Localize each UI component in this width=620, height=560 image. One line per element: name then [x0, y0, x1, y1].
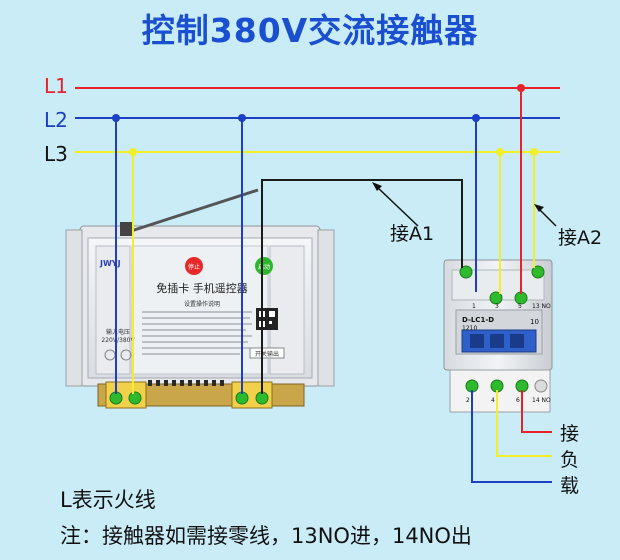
- junction-dot: [496, 148, 504, 156]
- junction-dot: [129, 148, 137, 156]
- line-label-l3: L3: [44, 142, 68, 166]
- terminal-label: 14 NO: [532, 397, 551, 404]
- switch-output-label: 开关输出: [255, 350, 279, 358]
- wire-output-to-a1: [261, 179, 463, 394]
- wire-load-l2: [471, 390, 552, 483]
- label-connect-a2: 接A2: [558, 227, 602, 249]
- bottom-pin-row: [148, 380, 224, 386]
- note-zero-line: 注：接触器如需接零线，13NO进，14NO出: [60, 524, 472, 548]
- junction-dot: [530, 148, 538, 156]
- wire-load-l1: [521, 390, 552, 433]
- contactor-aux: 10: [530, 318, 539, 326]
- input-voltage-value: 220V/380V: [101, 337, 135, 344]
- stop-button[interactable]: [185, 257, 203, 275]
- arrow-a1: [375, 185, 419, 227]
- start-button[interactable]: [255, 257, 273, 275]
- instructions-title: 设置操作说明: [184, 300, 220, 308]
- contactor-terminal-a2[interactable]: [531, 265, 545, 279]
- instructions-text-lines: [142, 311, 252, 355]
- line-label-l2: L2: [44, 108, 68, 132]
- contactor-terminal-a1[interactable]: [459, 265, 473, 279]
- junction-dot: [472, 114, 480, 122]
- label-connect-a1: 接A1: [390, 223, 434, 245]
- contactor-terminal-14no[interactable]: [534, 379, 548, 393]
- junction-dot: [112, 114, 120, 122]
- label-load-1: 接: [560, 423, 579, 445]
- ac-contactor: D-LC1-D 1210 10 1 3 5 13 NO 2 4 6 14 NO: [443, 259, 553, 413]
- label-load-3: 载: [560, 475, 579, 497]
- terminal-label: 5: [518, 303, 522, 310]
- wire-load-l3: [496, 390, 552, 457]
- brand-logo: JWYJ: [99, 259, 121, 268]
- start-button-label: 启动: [258, 263, 270, 271]
- contactor-model-code: 1210: [462, 325, 477, 332]
- label-load-2: 负: [560, 449, 579, 471]
- note-l-fire: L表示火线: [60, 488, 156, 512]
- terminal-label: 4: [491, 397, 495, 404]
- terminal-label: 6: [516, 397, 520, 404]
- terminal-screw[interactable]: [128, 391, 142, 405]
- stop-button-label: 停止: [188, 263, 200, 271]
- terminal-label: 1: [472, 303, 476, 310]
- diagram-title: 控制380V交流接触器: [141, 11, 479, 50]
- terminal-label: 3: [495, 303, 499, 310]
- remote-controller: 停止 启动 JWYJ 免插卡 手机遥控器 设置操作说明 输入电压 220V/38…: [65, 188, 335, 409]
- contactor-model: D-LC1-D: [462, 316, 494, 324]
- terminal-label: 2: [466, 397, 470, 404]
- contactor-terminal-l3-in[interactable]: [489, 291, 503, 305]
- input-voltage-label: 输入电压: [106, 328, 130, 336]
- product-name: 免插卡 手机遥控器: [156, 281, 248, 295]
- terminal-label: 13 NO: [532, 303, 551, 310]
- junction-dot: [517, 84, 525, 92]
- arrow-a2: [537, 207, 557, 227]
- line-label-l1: L1: [44, 74, 68, 98]
- junction-dot: [238, 114, 246, 122]
